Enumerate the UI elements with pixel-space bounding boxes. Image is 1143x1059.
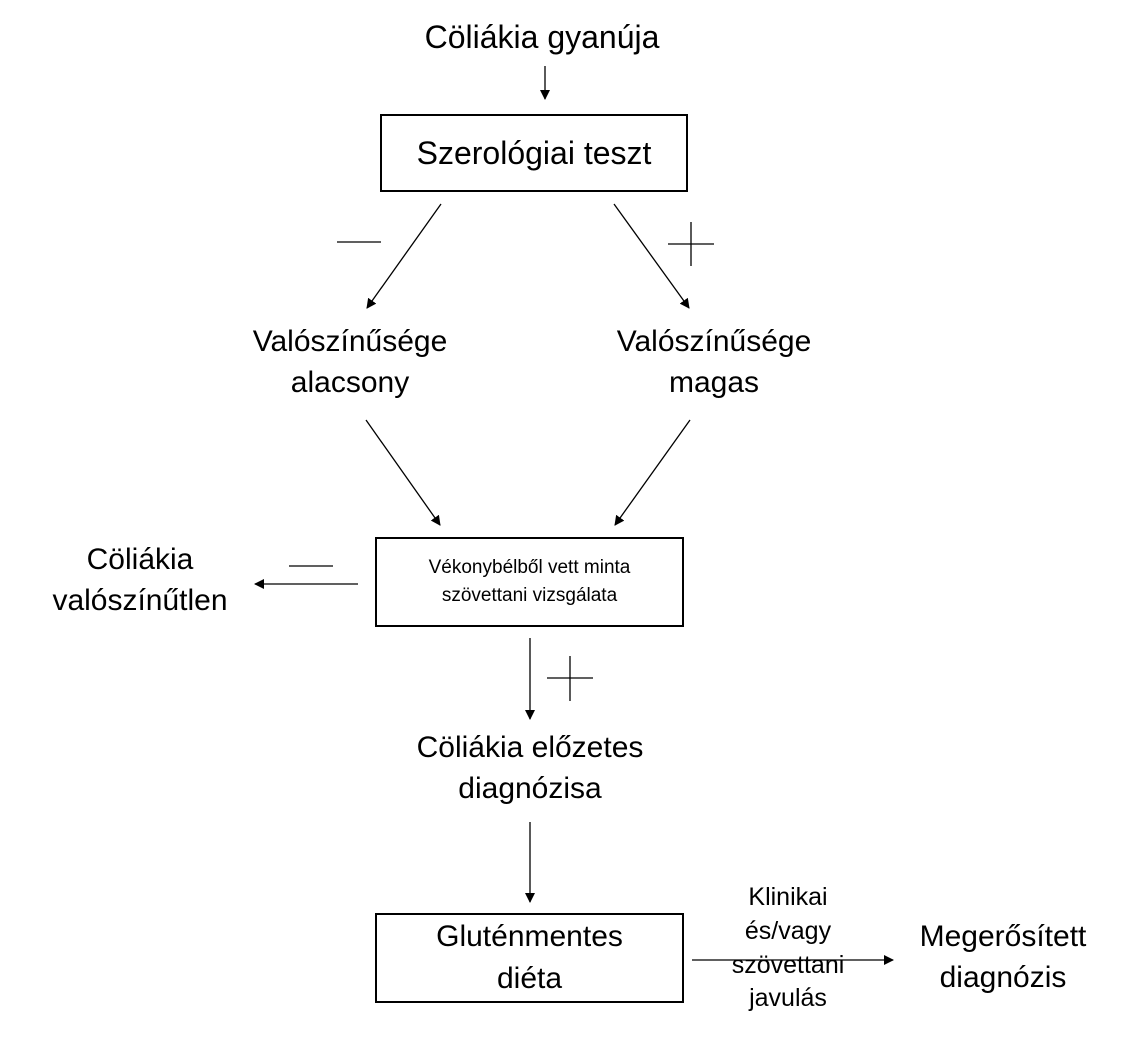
node-high-probability-line2: magas bbox=[668, 365, 760, 399]
edge-label-improvement: Klinikai és/vagy szövettani javulás bbox=[708, 881, 868, 1016]
node-biopsy-line1: Vékonybélből vett minta bbox=[428, 557, 631, 579]
node-suspicion-text: Cöliákia gyanúja bbox=[424, 19, 660, 55]
arrow-serology-to-low bbox=[366, 203, 442, 309]
node-unlikely-line1: Cöliákia bbox=[86, 543, 194, 576]
node-confirmed-line2: diagnózis bbox=[939, 960, 1067, 994]
node-serology-test: Szerológiai teszt bbox=[380, 114, 688, 192]
node-biopsy-line2: szövettani vizsgálata bbox=[441, 585, 618, 606]
node-gluten-free-diet-text: Gluténmentes diéta bbox=[436, 916, 623, 1000]
node-diet-line2: diéta bbox=[496, 962, 563, 995]
node-preliminary-diagnosis: Cöliákia előzetes diagnózisa bbox=[370, 728, 690, 809]
node-high-probability-line1: Valószínűsége bbox=[616, 325, 812, 358]
node-biopsy-text: Vékonybélből vett minta szövettani vizsg… bbox=[429, 554, 631, 609]
node-diet-line1: Gluténmentes bbox=[436, 920, 623, 953]
edge-label-line1: Klinikai bbox=[748, 883, 828, 911]
node-unlikely: Cöliákia valószínűtlen bbox=[20, 540, 260, 621]
arrow-low-to-biopsy bbox=[365, 419, 441, 526]
node-low-probability-line2: alacsony bbox=[290, 365, 410, 399]
node-confirmed-diagnosis: Megerősített diagnózis bbox=[893, 917, 1113, 998]
node-gluten-free-diet: Gluténmentes diéta bbox=[375, 913, 684, 1003]
node-suspicion: Cöliákia gyanúja bbox=[392, 16, 692, 59]
arrow-high-to-biopsy bbox=[614, 419, 691, 526]
node-preliminary-line1: Cöliákia előzetes bbox=[416, 731, 644, 764]
node-preliminary-line2: diagnózisa bbox=[458, 771, 602, 805]
node-biopsy: Vékonybélből vett minta szövettani vizsg… bbox=[375, 537, 684, 627]
edge-label-line2: és/vagy bbox=[744, 916, 832, 945]
node-unlikely-line2: valószínűtlen bbox=[52, 583, 228, 617]
arrow-serology-to-high bbox=[613, 203, 690, 309]
node-high-probability: Valószínűsége magas bbox=[564, 322, 864, 403]
edge-label-line4: javulás bbox=[749, 984, 827, 1013]
node-confirmed-line1: Megerősített bbox=[919, 920, 1087, 953]
edge-label-line3: szövettani bbox=[731, 950, 845, 979]
node-serology-test-text: Szerológiai teszt bbox=[416, 134, 652, 171]
node-low-probability: Valószínűsége alacsony bbox=[200, 322, 500, 403]
node-low-probability-line1: Valószínűsége bbox=[252, 325, 448, 358]
